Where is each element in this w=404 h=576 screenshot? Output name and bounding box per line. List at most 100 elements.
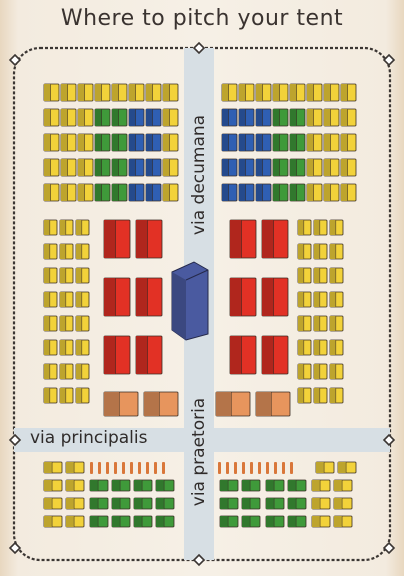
tent-shade: [104, 220, 116, 258]
tent-shade: [44, 498, 52, 509]
tent-shade: [334, 498, 342, 509]
wooden-stake-icon: [242, 462, 245, 474]
tent-shade: [90, 480, 98, 491]
tent-shade: [273, 184, 280, 201]
tent-shade: [273, 84, 280, 101]
tent-shade: [256, 184, 263, 201]
tent-shade: [314, 244, 320, 259]
tent-shade: [44, 220, 50, 235]
tent-shade: [60, 364, 66, 379]
tent-shade: [146, 109, 153, 126]
tent-shade: [307, 134, 314, 151]
tent-shade: [256, 159, 263, 176]
tent-shade: [44, 340, 50, 355]
tent-shade: [222, 134, 229, 151]
tent-shade: [307, 184, 314, 201]
tent-shade: [314, 316, 320, 331]
tent-shade: [61, 134, 68, 151]
tent-shade: [146, 184, 153, 201]
tent-shade: [44, 480, 52, 491]
tent-shade: [129, 109, 136, 126]
tent-shade: [288, 498, 296, 509]
tent-shade: [60, 244, 66, 259]
wooden-stake-icon: [226, 462, 229, 474]
tent-shade: [76, 292, 82, 307]
tent-shade: [266, 516, 274, 527]
tent-shade: [95, 184, 102, 201]
tent-shade: [341, 134, 348, 151]
tent-shade: [230, 278, 242, 316]
tent-shade: [307, 84, 314, 101]
tent-shade: [78, 159, 85, 176]
tent-shade: [314, 268, 320, 283]
tent-shade: [76, 316, 82, 331]
tent-shade: [266, 480, 274, 491]
tent-shade: [129, 184, 136, 201]
tent-shade: [61, 159, 68, 176]
tent-shade: [298, 340, 304, 355]
tent-shade: [314, 220, 320, 235]
tent-shade: [239, 159, 246, 176]
tent-shade: [222, 159, 229, 176]
tent-shade: [312, 498, 320, 509]
wooden-stake-icon: [266, 462, 269, 474]
tent-shade: [334, 480, 342, 491]
tent-shade: [95, 84, 102, 101]
tent-shade: [330, 364, 336, 379]
tent-shade: [312, 516, 320, 527]
tent-shade: [44, 316, 50, 331]
tent-shade: [163, 184, 170, 201]
tent-shade: [298, 316, 304, 331]
corner-diamond-icon: [10, 55, 20, 65]
tent-shade: [307, 109, 314, 126]
tent-shade: [290, 84, 297, 101]
tent-shade: [222, 84, 229, 101]
tent-shade: [156, 516, 164, 527]
tent-shade: [44, 388, 50, 403]
tent-shade: [256, 109, 263, 126]
tent-shade: [129, 134, 136, 151]
tent-shade: [95, 109, 102, 126]
tent-shade: [330, 316, 336, 331]
tent-shade: [220, 480, 228, 491]
tent-shade: [298, 268, 304, 283]
tent-shade: [298, 364, 304, 379]
tent-shade: [290, 159, 297, 176]
tent-shade: [66, 498, 74, 509]
tent-shade: [104, 278, 116, 316]
tent-shade: [136, 278, 148, 316]
tent-shade: [222, 109, 229, 126]
tent-shade: [298, 388, 304, 403]
tent-shade: [314, 388, 320, 403]
tent-shade: [44, 364, 50, 379]
tent-shade: [330, 220, 336, 235]
tent-shade: [298, 244, 304, 259]
tent-shade: [341, 84, 348, 101]
tent-shade: [324, 184, 331, 201]
tent-shade: [242, 498, 250, 509]
wooden-stake-icon: [234, 462, 237, 474]
tent-shade: [76, 244, 82, 259]
tent-shade: [144, 392, 159, 416]
tent-shade: [256, 134, 263, 151]
tent-shade: [163, 159, 170, 176]
tent-shade: [290, 184, 297, 201]
tent-shade: [338, 462, 346, 473]
wooden-stake-icon: [122, 462, 125, 474]
tent-shade: [330, 388, 336, 403]
tent-shade: [239, 134, 246, 151]
tent-shade: [298, 220, 304, 235]
tent-shade: [290, 109, 297, 126]
tent-shade: [273, 159, 280, 176]
tent-shade: [129, 84, 136, 101]
wooden-stake-icon: [274, 462, 277, 474]
tent-shade: [61, 109, 68, 126]
tent-shade: [112, 109, 119, 126]
tent-shade: [76, 388, 82, 403]
tent-shade: [324, 134, 331, 151]
tent-shade: [256, 84, 263, 101]
tent-shade: [324, 109, 331, 126]
tent-shade: [288, 516, 296, 527]
wooden-stake-icon: [282, 462, 285, 474]
wooden-stake-icon: [258, 462, 261, 474]
